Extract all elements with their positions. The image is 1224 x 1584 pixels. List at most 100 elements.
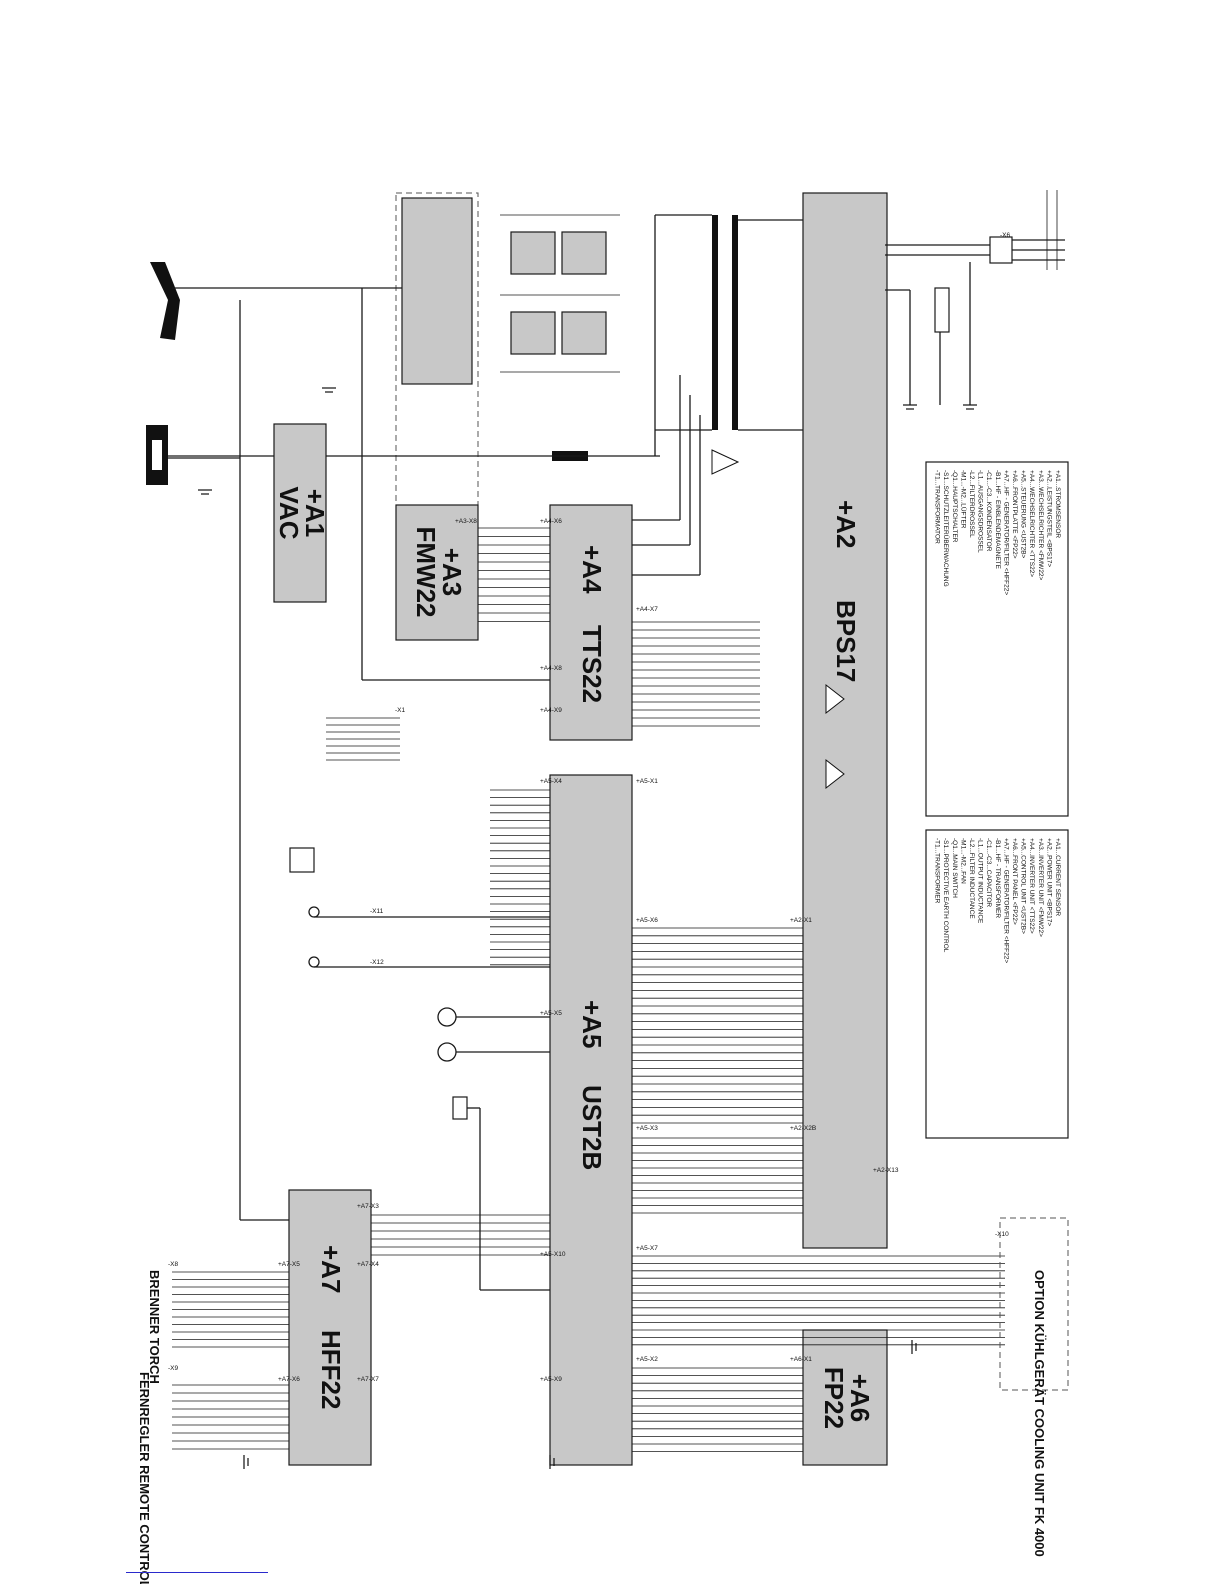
module-a7-label: +A7 HFF22 (316, 1245, 346, 1409)
svg-text:+A6: +A6 (845, 1374, 875, 1422)
legend-en-item: -L2...FILTER INDUCTANCE (968, 838, 975, 919)
legend-de-item: +A6...FRONTPLATTE <FP22> (1011, 470, 1018, 559)
legend-de-item: -B1...HF - EINBLENDEMAGNETE (994, 470, 1001, 570)
svg-text:+A7-X4: +A7-X4 (357, 1261, 379, 1268)
legend-de-item: +A3...WECHSELRICHTER <FMW22> (1037, 470, 1044, 581)
legend-en-item: +A3...INVERTER UNIT <FMW22> (1037, 838, 1044, 937)
legend-de-item: +A4...WECHSELRICHTER <TTS22> (1028, 470, 1035, 577)
module-a4-block (549, 504, 633, 741)
svg-text:+A7-X3: +A7-X3 (357, 1203, 379, 1210)
svg-text:-X1: -X1 (395, 707, 406, 714)
svg-text:+A5-X5: +A5-X5 (540, 1010, 562, 1017)
torch-label: BRENNER TORCH (147, 1270, 162, 1384)
svg-text:FMW22: FMW22 (411, 527, 441, 618)
rectifier-bridges (500, 214, 620, 373)
svg-text:+A5-X9: +A5-X9 (540, 1376, 562, 1383)
module-a1-label: +A1 VAC (274, 487, 330, 540)
svg-text:+A4-X6: +A4-X6 (540, 518, 562, 525)
wire-bundles (172, 527, 1005, 1452)
svg-text:+A5-X2: +A5-X2 (636, 1356, 658, 1363)
svg-text:+A2-X13: +A2-X13 (873, 1167, 899, 1174)
module-a5-label: +A5 UST2B (577, 1000, 607, 1170)
cooling-unit-outline (999, 1217, 1069, 1391)
module-a1-block (273, 423, 327, 603)
module-a2-label: +A2 BPS17 (831, 500, 861, 682)
legend-de-item: -L2...FILTERDROSSEL (968, 470, 975, 538)
legend-de-item: +A5...STEUERUNG <UST2B> (1020, 470, 1027, 559)
legend-de-item: -M1...-M2...LÜFTER (959, 470, 967, 529)
legend-english: +A1...CURRENT SENSOR+A2...POWER UNIT <BP… (925, 829, 1069, 1139)
torch-symbol (150, 262, 240, 340)
module-a6-label: +A6 FP22 (819, 1367, 875, 1429)
legend-en-item: -T1...TRANSFORMER (934, 838, 941, 904)
cooling-unit-label: OPTION KÜHLGERÄT COOLING UNIT FK 4000 (1032, 1270, 1047, 1557)
legend-en-item: +A7...HF - GENERATOR/FILTER <HFF22> (1002, 838, 1009, 963)
interconnect-wires (239, 190, 1065, 1221)
svg-text:+A3: +A3 (437, 548, 467, 596)
legend-de-item: -T1...TRANSFORMATOR (934, 470, 941, 544)
legend-en-item: +A2...POWER UNIT <BPS17> (1045, 838, 1052, 926)
svg-text:+A5-X7: +A5-X7 (636, 1245, 658, 1252)
svg-text:+A5-X6: +A5-X6 (636, 917, 658, 924)
legend-de-item: +A2...LEISTUNGSTEIL <BPS17> (1045, 470, 1052, 567)
legend-de-item: -C1...-C3...KONDENSATOR (985, 470, 992, 552)
svg-text:-X8: -X8 (168, 1261, 179, 1268)
svg-text:+A7-X7: +A7-X7 (357, 1376, 379, 1383)
legend-german: +A1...STROMSENSOR+A2...LEISTUNGSTEIL <BP… (925, 461, 1069, 817)
legend-en-item: +A1...CURRENT SENSOR (1054, 838, 1061, 916)
svg-text:+A7-X5: +A7-X5 (278, 1261, 300, 1268)
svg-text:+A6-X1: +A6-X1 (790, 1356, 812, 1363)
svg-text:-X6: -X6 (1000, 232, 1011, 239)
svg-text:+A5-X1: +A5-X1 (636, 778, 658, 785)
svg-text:BPS17: BPS17 (831, 600, 861, 682)
module-a2-block (802, 192, 888, 1249)
module-a5-block (549, 774, 633, 1466)
legend-en-item: -M1...-M2...FAN (959, 838, 966, 884)
module-a6-block (802, 1329, 888, 1466)
ground-clamp-symbol (146, 425, 240, 485)
legend-en-item: -B1...HF - TRANSFORMER (994, 838, 1001, 918)
legend-en-item: +A6...FRONT PANEL <FP22> (1011, 838, 1018, 925)
svg-text:-X10: -X10 (995, 1231, 1009, 1238)
legend-de-item: -L1...AUSGANGSDROSSEL (977, 470, 984, 553)
svg-text:+A7-X6: +A7-X6 (278, 1376, 300, 1383)
svg-text:+A7: +A7 (316, 1245, 346, 1293)
module-a7-block (288, 1189, 372, 1466)
legend-en-item: -S1...PROTECTIVE EARTH CONTROL (942, 838, 949, 953)
svg-text:+A4-X9: +A4-X9 (540, 707, 562, 714)
footer-link-underline[interactable] (126, 1572, 268, 1573)
svg-text:+A5-X10: +A5-X10 (540, 1251, 566, 1258)
svg-text:HFF22: HFF22 (316, 1330, 346, 1409)
legend-en-item: -Q1...MAIN SWITCH (951, 838, 958, 898)
svg-text:+A5-X3: +A5-X3 (636, 1125, 658, 1132)
transformer-t1 (655, 214, 805, 431)
module-a3-block (395, 504, 479, 641)
module-a3-label: +A3 FMW22 (411, 527, 467, 618)
svg-text:+A4: +A4 (577, 545, 607, 594)
svg-text:+A5: +A5 (577, 1000, 607, 1048)
legend-de-item: -Q1...HAUPTSCHALTER (951, 470, 958, 543)
legend-en-item: -C1...-C3...CAPACITOR (985, 838, 992, 907)
svg-text:-X9: -X9 (168, 1365, 179, 1372)
svg-text:-X12: -X12 (370, 959, 384, 966)
svg-text:+A4-X7: +A4-X7 (636, 606, 658, 613)
legend-de-item: +A7...HF - GENERATOR/FILTER <HFF22> (1002, 470, 1009, 595)
legend-de-item: -S1...SCHUTZLEITERÜBERWACHUNG (942, 470, 950, 587)
svg-text:UST2B: UST2B (577, 1085, 607, 1170)
warning-triangles (711, 449, 845, 790)
connector-tags: +A3-X8 +A4-X6 +A4-X8 +A4-X9 +A4-X7 +A5-X… (168, 232, 1011, 1383)
legend-en-item: -L1...OUTPUT INDUCTANCE (977, 838, 984, 924)
svg-text:FP22: FP22 (819, 1367, 849, 1429)
remote-control-label: FERNREGLER REMOTE CONTROL (137, 1372, 152, 1584)
svg-text:+A2: +A2 (831, 500, 861, 548)
ground-symbols (198, 387, 977, 1469)
svg-text:+A2-X2B: +A2-X2B (790, 1125, 816, 1132)
svg-text:+A2-X1: +A2-X1 (790, 917, 812, 924)
legend-en-item: +A5...CONTROL UNIT <UST2B> (1020, 838, 1027, 934)
gas-valve-symbol (452, 1096, 550, 1291)
legend-de-item: +A1...STROMSENSOR (1054, 470, 1061, 538)
legend-en-item: +A4...INVERTER UNIT <TTS22> (1028, 838, 1035, 934)
svg-text:+A1: +A1 (300, 489, 330, 537)
svg-text:TTS22: TTS22 (577, 625, 607, 703)
